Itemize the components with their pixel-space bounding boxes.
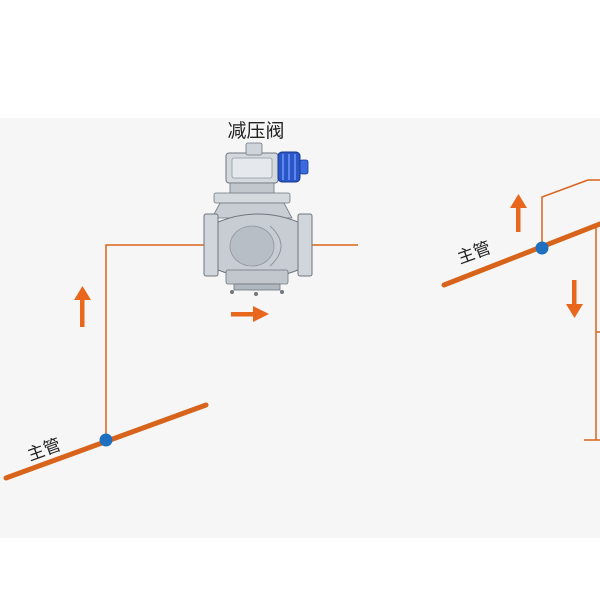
main-pipe-right bbox=[441, 221, 600, 288]
background-band bbox=[0, 118, 600, 538]
junction-left bbox=[99, 433, 113, 447]
branch-line-right bbox=[541, 179, 589, 248]
arrow-right-icon bbox=[231, 306, 269, 322]
junction-right bbox=[535, 241, 549, 255]
branch-line-left bbox=[105, 244, 205, 440]
valve-label: 减压阀 bbox=[227, 120, 284, 142]
arrow-up-icon bbox=[510, 194, 527, 232]
arrow-down-icon bbox=[566, 280, 583, 318]
valve-icon bbox=[203, 142, 313, 296]
arrow-up-icon bbox=[74, 286, 91, 327]
